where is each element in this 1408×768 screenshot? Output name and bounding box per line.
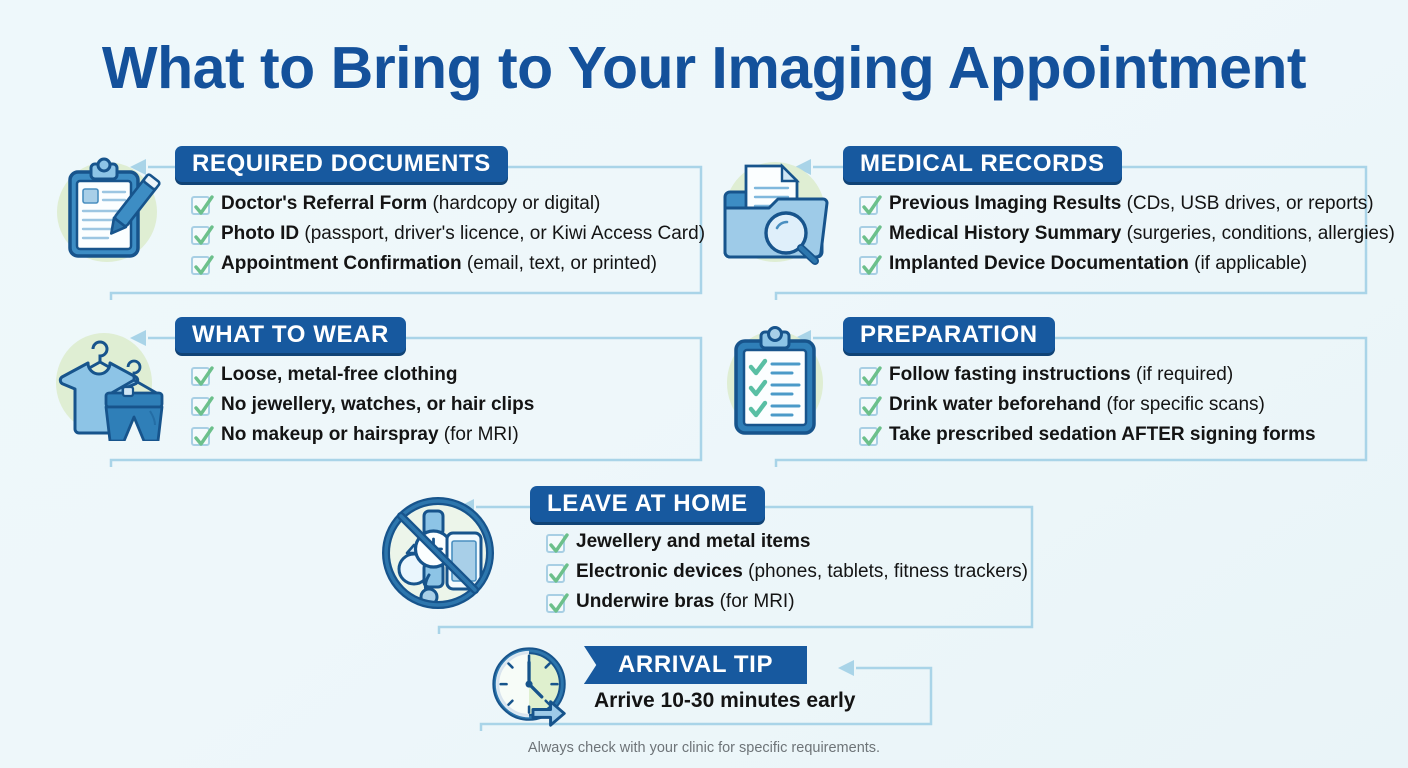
list-item: Jewellery and metal items [546, 531, 1028, 553]
list-item: Electronic devices (phones, tablets, fit… [546, 561, 1028, 583]
checkbox-icon [859, 396, 882, 416]
list-medical-records: Previous Imaging Results (CDs, USB drive… [859, 193, 1395, 283]
list-item-text: Underwire bras (for MRI) [576, 591, 795, 612]
banner-what-to-wear: WHAT TO WEAR [175, 317, 406, 353]
section-preparation: PREPARATION Follow fasting instructions … [712, 317, 1402, 467]
list-item-text: Follow fasting instructions (if required… [889, 364, 1234, 385]
checkbox-icon [191, 255, 214, 275]
checklist-clipboard-icon [712, 317, 838, 443]
section-medical-records: MEDICAL RECORDS Previous Imaging Results… [712, 146, 1402, 296]
list-item-text: Drink water beforehand (for specific sca… [889, 394, 1265, 415]
arrival-tip-text: Arrive 10-30 minutes early [594, 689, 856, 712]
list-item: No jewellery, watches, or hair clips [191, 394, 534, 416]
banner-required-documents: REQUIRED DOCUMENTS [175, 146, 508, 182]
section-required-documents: REQUIRED DOCUMENTS Doctor's Referral For… [44, 146, 724, 296]
checkbox-icon [191, 366, 214, 386]
section-leave-at-home: LEAVE AT HOME Jewellery and metal items … [372, 486, 1062, 636]
checkbox-icon [859, 426, 882, 446]
checkbox-icon [859, 255, 882, 275]
list-item-text: Previous Imaging Results (CDs, USB drive… [889, 193, 1374, 214]
banner-arrival-tip: ARRIVAL TIP [584, 646, 808, 684]
clipboard-pen-icon [44, 146, 170, 272]
list-item: Photo ID (passport, driver's licence, or… [191, 223, 705, 245]
checkbox-icon [546, 593, 569, 613]
list-item-text: No makeup or hairspray (for MRI) [221, 424, 519, 445]
banner-medical-records: MEDICAL RECORDS [843, 146, 1122, 182]
list-item-text: No jewellery, watches, or hair clips [221, 394, 535, 415]
list-item-text: Loose, metal-free clothing [221, 364, 458, 385]
checkbox-icon [191, 195, 214, 215]
list-item: Follow fasting instructions (if required… [859, 364, 1316, 386]
banner-leave-at-home: LEAVE AT HOME [530, 486, 765, 522]
checkbox-icon [859, 225, 882, 245]
list-item: Underwire bras (for MRI) [546, 591, 1028, 613]
list-item: Loose, metal-free clothing [191, 364, 534, 386]
list-required-documents: Doctor's Referral Form (hardcopy or digi… [191, 193, 705, 283]
list-item: Appointment Confirmation (email, text, o… [191, 253, 705, 275]
list-item-text: Doctor's Referral Form (hardcopy or digi… [221, 193, 601, 214]
banner-preparation: PREPARATION [843, 317, 1055, 353]
page-title: What to Bring to Your Imaging Appointmen… [101, 35, 1307, 101]
list-item-text: Photo ID (passport, driver's licence, or… [221, 223, 706, 244]
list-item-text: Jewellery and metal items [576, 531, 811, 552]
clothing-hanger-icon [44, 317, 170, 443]
section-what-to-wear: WHAT TO WEAR Loose, metal-free clothing … [44, 317, 724, 467]
list-preparation: Follow fasting instructions (if required… [859, 364, 1316, 454]
checkbox-icon [191, 225, 214, 245]
list-item: Drink water beforehand (for specific sca… [859, 394, 1316, 416]
list-item: Previous Imaging Results (CDs, USB drive… [859, 193, 1395, 215]
clock-arrow-icon [486, 643, 576, 733]
list-item-text: Implanted Device Documentation (if appli… [889, 253, 1308, 274]
checkbox-icon [546, 563, 569, 583]
checkbox-icon [859, 195, 882, 215]
list-item-text: Take prescribed sedation AFTER signing f… [889, 424, 1316, 445]
list-item-text: Electronic devices (phones, tablets, fit… [576, 561, 1028, 582]
footnote: Always check with your clinic for specif… [527, 740, 881, 756]
list-item-text: Appointment Confirmation (email, text, o… [221, 253, 657, 274]
list-item: Implanted Device Documentation (if appli… [859, 253, 1395, 275]
section-arrival-tip: ARRIVAL TIP Arrive 10-30 minutes early [486, 643, 956, 733]
folder-magnifier-icon [712, 146, 838, 272]
list-what-to-wear: Loose, metal-free clothing No jewellery,… [191, 364, 534, 454]
list-item: Doctor's Referral Form (hardcopy or digi… [191, 193, 705, 215]
no-metal-items-icon [372, 486, 504, 618]
list-item: No makeup or hairspray (for MRI) [191, 424, 534, 446]
checkbox-icon [191, 426, 214, 446]
list-item: Medical History Summary (surgeries, cond… [859, 223, 1395, 245]
list-item: Take prescribed sedation AFTER signing f… [859, 424, 1316, 446]
checkbox-icon [859, 366, 882, 386]
checkbox-icon [191, 396, 214, 416]
list-item-text: Medical History Summary (surgeries, cond… [889, 223, 1395, 244]
list-leave-at-home: Jewellery and metal items Electronic dev… [546, 531, 1028, 621]
checkbox-icon [546, 533, 569, 553]
